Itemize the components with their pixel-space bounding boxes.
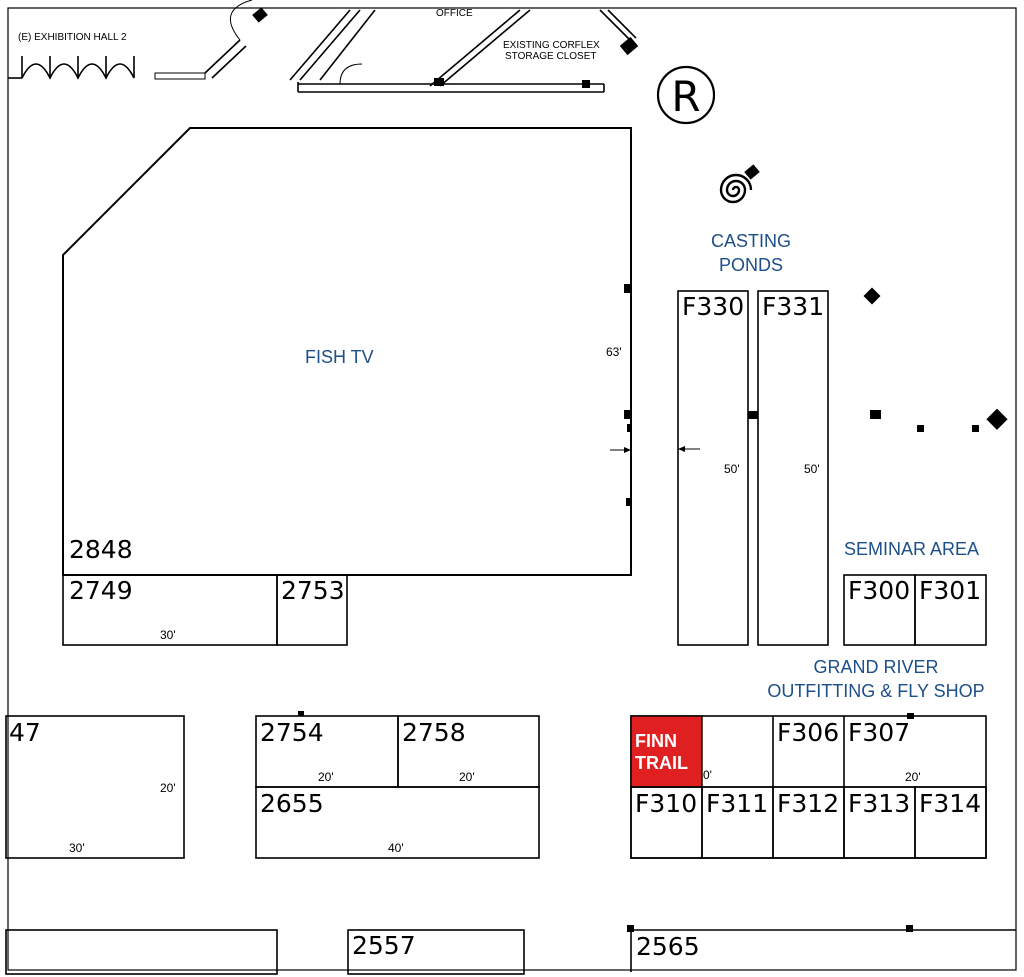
booth-47-width: 30' bbox=[69, 841, 85, 855]
booth-2754-width: 20' bbox=[318, 770, 334, 784]
booth-2655[interactable] bbox=[255, 786, 540, 859]
booth-f306-number: F306 bbox=[777, 718, 839, 747]
exhibition-hall-wall bbox=[8, 0, 268, 80]
booth-f307-number: F307 bbox=[848, 718, 910, 747]
casting-label-line1: CASTING bbox=[711, 231, 791, 251]
booth-2749-number: 2749 bbox=[69, 576, 133, 605]
booth-2753-number: 2753 bbox=[281, 576, 345, 605]
fish-tv-label: FISH TV bbox=[305, 347, 374, 367]
booth-f330-number: F330 bbox=[682, 292, 744, 321]
booth-2557[interactable] bbox=[347, 929, 525, 975]
booth-2557-number: 2557 bbox=[352, 931, 416, 960]
booth-f311-number: F311 bbox=[706, 789, 768, 818]
fish-tv-depth: 63' bbox=[606, 345, 622, 359]
booth-f331-number: F331 bbox=[762, 292, 824, 321]
finn-trail-label-line2: TRAIL bbox=[635, 753, 688, 773]
svg-text:R: R bbox=[671, 72, 700, 121]
booth-f330[interactable] bbox=[677, 290, 749, 646]
booth-f300-number: F300 bbox=[848, 576, 910, 605]
office-label: OFFICE bbox=[436, 8, 473, 19]
booth-2754-number: 2754 bbox=[260, 718, 324, 747]
booth-2655-number: 2655 bbox=[260, 789, 324, 818]
booth-f331[interactable] bbox=[757, 290, 829, 646]
booth-2758-number: 2758 bbox=[402, 718, 466, 747]
map-frame bbox=[7, 7, 1017, 971]
booth-2848-number: 2848 bbox=[69, 535, 133, 564]
closet-label-line1: EXISTING CORFLEX bbox=[503, 40, 600, 51]
grand-river-label-line2: OUTFITTING & FLY SHOP bbox=[767, 681, 984, 701]
finn-trail-booth[interactable] bbox=[630, 715, 703, 788]
booth-47[interactable] bbox=[5, 715, 185, 859]
grand-river-label-line1: GRAND RIVER bbox=[813, 657, 938, 677]
exhibition-hall-label: (E) EXHIBITION HALL 2 bbox=[18, 32, 127, 43]
booth-f331-depth: 50' bbox=[804, 462, 820, 476]
booth-47-depth: 20' bbox=[160, 781, 176, 795]
booth-f314-number: F314 bbox=[919, 789, 981, 818]
column-markers bbox=[863, 287, 1008, 432]
booth-2753[interactable] bbox=[276, 574, 348, 646]
booth-47-number: 47 bbox=[9, 718, 41, 747]
booth-f312-number: F312 bbox=[777, 789, 839, 818]
booth-bottom-left[interactable] bbox=[5, 929, 278, 975]
booth-f301-number: F301 bbox=[919, 576, 981, 605]
office-walls bbox=[289, 9, 639, 93]
booth-f310-number: F310 bbox=[635, 789, 697, 818]
restroom-icon: R bbox=[656, 65, 716, 125]
booth-2655-width: 40' bbox=[388, 841, 404, 855]
booth-2749-width: 30' bbox=[160, 628, 176, 642]
booth-f301[interactable] bbox=[914, 574, 987, 646]
hose-reel-icon bbox=[719, 164, 760, 204]
casting-label-line2: PONDS bbox=[719, 255, 783, 275]
booth-f313-number: F313 bbox=[848, 789, 910, 818]
seminar-area-label: SEMINAR AREA bbox=[844, 539, 979, 559]
booth-f330-depth: 50' bbox=[724, 462, 740, 476]
finn-trail-label-line1: FINN bbox=[635, 731, 677, 751]
booth-f314[interactable] bbox=[914, 786, 987, 859]
booth-2565[interactable] bbox=[627, 925, 1016, 972]
booth-2758-width: 20' bbox=[459, 770, 475, 784]
booth-2565-number: 2565 bbox=[636, 932, 700, 961]
finn-trail-partial-dim: 0' bbox=[703, 768, 712, 782]
closet-label-line2: STORAGE CLOSET bbox=[505, 51, 597, 62]
booth-f307-width: 20' bbox=[905, 770, 921, 784]
